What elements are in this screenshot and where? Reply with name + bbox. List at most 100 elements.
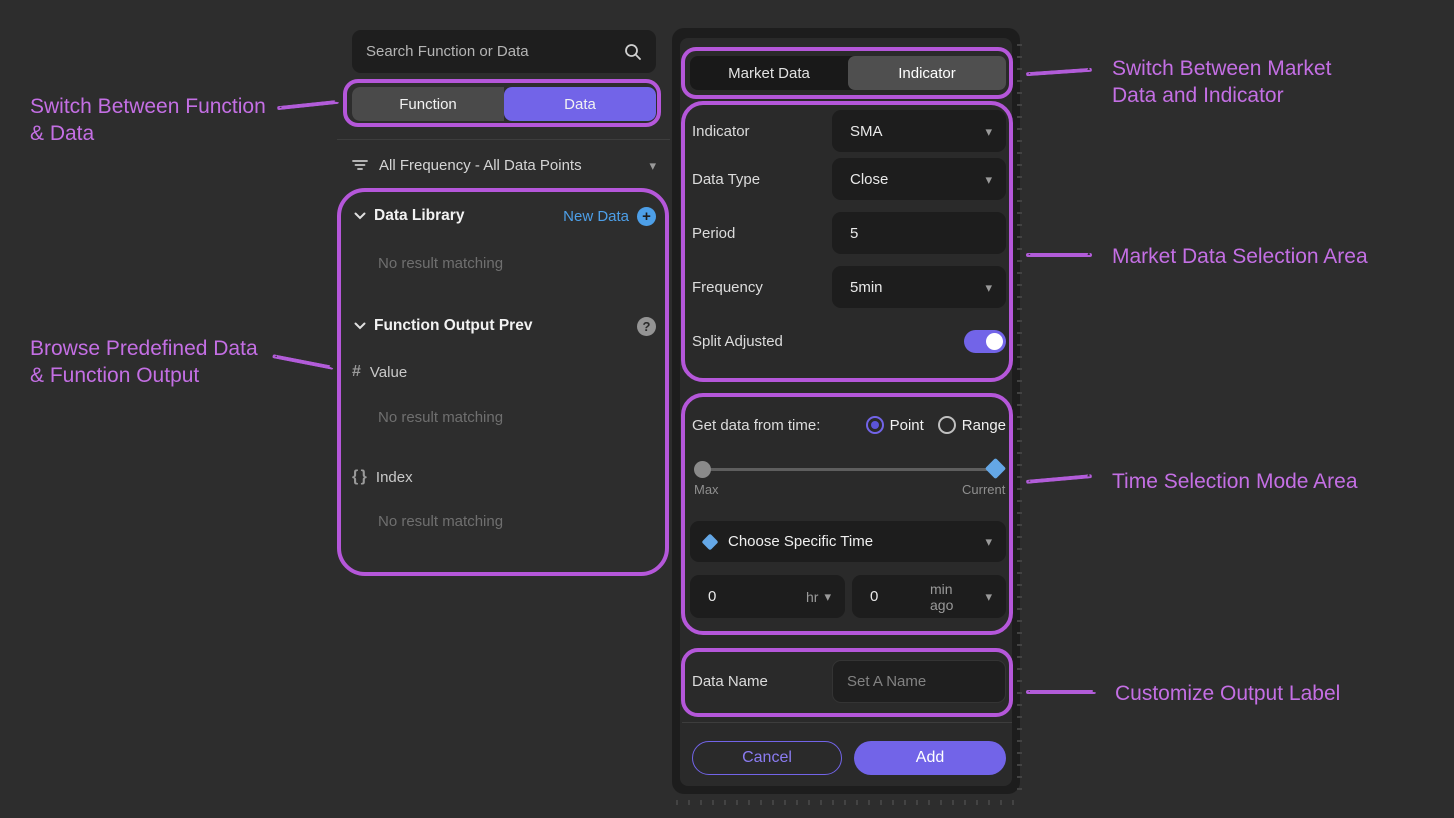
function-output-title: Function Output Prev xyxy=(374,317,533,334)
function-output-header[interactable]: Function Output Prev ? xyxy=(354,315,656,337)
filter-label: All Frequency - All Data Points xyxy=(379,156,582,174)
tab-data[interactable]: Data xyxy=(504,87,656,121)
frequency-select[interactable]: 5min ▾ xyxy=(832,266,1006,308)
search-icon xyxy=(624,43,642,61)
data-type-field-row: Data Type Close ▾ xyxy=(692,158,1006,200)
list-item-label: Value xyxy=(369,363,408,381)
add-button[interactable]: Add xyxy=(854,741,1006,775)
indicator-label: Indicator xyxy=(692,122,750,140)
chevron-down-icon[interactable] xyxy=(354,212,366,220)
new-data-button[interactable]: New Data + xyxy=(563,206,656,226)
get-data-from-time-label: Get data from time: xyxy=(692,416,821,434)
time-slider-track[interactable] xyxy=(700,468,997,471)
period-input[interactable] xyxy=(850,224,992,242)
data-type-select[interactable]: Close ▾ xyxy=(832,158,1006,200)
split-adjusted-toggle[interactable] xyxy=(964,329,1006,353)
split-adjusted-label: Split Adjusted xyxy=(692,332,783,350)
minute-input[interactable] xyxy=(870,588,930,605)
chevron-down-icon: ▾ xyxy=(985,279,992,295)
chevron-down-icon: ▾ xyxy=(985,123,992,139)
annotation-dash-line xyxy=(1026,253,1092,257)
hour-unit-dropdown[interactable]: hr ▾ xyxy=(806,589,831,605)
cancel-button[interactable]: Cancel xyxy=(692,741,842,775)
search-input[interactable] xyxy=(366,43,624,60)
chevron-down-icon: ▾ xyxy=(985,589,992,604)
minute-input-group: min ago ▾ xyxy=(852,575,1006,618)
braces-icon: { } xyxy=(352,468,367,485)
frequency-filter-dropdown[interactable]: All Frequency - All Data Points ▾ xyxy=(352,151,656,179)
tab-function[interactable]: Function xyxy=(352,87,504,121)
annotation-dash-line xyxy=(1026,690,1096,694)
time-slider-right-handle[interactable] xyxy=(984,457,1007,480)
minute-unit-label: min ago xyxy=(930,580,954,613)
indicator-value: SMA xyxy=(850,122,883,140)
annotation-switch-function-data: Switch Between Function & Data xyxy=(30,95,266,146)
slider-current-label: Current xyxy=(962,482,1006,497)
annotation-dash-line xyxy=(1025,474,1093,484)
annotation-ring-time-selection xyxy=(681,393,1013,635)
annotation-time-selection-mode: Time Selection Mode Area xyxy=(1112,470,1358,493)
choose-specific-time-select[interactable]: Choose Specific Time ▾ xyxy=(690,521,1006,562)
data-name-input[interactable] xyxy=(847,673,991,690)
data-name-input-wrap xyxy=(832,660,1006,703)
hour-unit-label: hr xyxy=(806,588,819,605)
choose-specific-time-label: Choose Specific Time xyxy=(728,533,874,550)
dialog-divider xyxy=(682,722,1012,723)
data-type-value: Close xyxy=(850,170,889,188)
annotation-dash-line xyxy=(1025,67,1093,77)
split-adjusted-row: Split Adjusted xyxy=(692,322,1006,360)
diamond-icon xyxy=(701,533,719,550)
data-library-header[interactable]: Data Library New Data + xyxy=(354,205,656,227)
frequency-label: Frequency xyxy=(692,278,763,296)
time-mode-row: Get data from time: Point Range xyxy=(692,416,1006,434)
annotation-ring-library xyxy=(337,188,669,576)
function-data-toggle: Function Data xyxy=(352,87,656,121)
chevron-down-icon: ▾ xyxy=(824,589,831,604)
period-input-wrap xyxy=(832,212,1006,254)
ruler-ticks-right xyxy=(1017,44,1022,792)
annotation-market-data-selection: Market Data Selection Area xyxy=(1112,245,1368,268)
annotation-dash-line xyxy=(276,99,340,111)
annotation-switch-market-indicator: Switch Between Market Data and Indicator xyxy=(1112,57,1332,108)
chevron-down-icon: ▾ xyxy=(985,534,992,549)
chevron-down-icon: ▾ xyxy=(985,171,992,187)
index-empty-text: No result matching xyxy=(378,513,504,530)
annotation-ring-data-name xyxy=(681,648,1013,717)
hour-input[interactable] xyxy=(708,588,768,605)
ruler-ticks-bottom xyxy=(676,800,1018,805)
list-item-label: Index xyxy=(375,468,413,486)
frequency-value: 5min xyxy=(850,278,883,296)
search-bar[interactable] xyxy=(352,30,656,73)
annotation-dash-line xyxy=(272,354,334,370)
period-field-row: Period xyxy=(692,212,1006,254)
minute-unit-dropdown[interactable]: min ago ▾ xyxy=(930,581,992,613)
toggle-knob xyxy=(986,332,1003,350)
list-item-index[interactable]: { } Index xyxy=(352,468,652,486)
chevron-down-icon[interactable] xyxy=(354,322,366,330)
tab-market-data[interactable]: Market Data xyxy=(728,64,810,82)
new-data-label: New Data xyxy=(563,207,629,225)
plus-icon[interactable]: + xyxy=(637,206,656,226)
help-icon[interactable]: ? xyxy=(637,316,656,336)
annotation-browse-predefined: Browse Predefined Data & Function Output xyxy=(30,337,258,388)
hour-input-group: hr ▾ xyxy=(690,575,845,618)
left-panel-divider xyxy=(337,139,670,140)
point-radio-label: Point xyxy=(889,416,924,434)
annotation-ring-function-data xyxy=(343,79,661,127)
data-type-label: Data Type xyxy=(692,170,761,188)
list-item-value[interactable]: # Value xyxy=(352,363,652,381)
data-library-title: Data Library xyxy=(374,207,465,224)
data-library-empty-text: No result matching xyxy=(378,255,504,272)
point-radio[interactable] xyxy=(865,416,884,434)
time-slider-left-handle[interactable] xyxy=(694,461,711,478)
range-radio[interactable] xyxy=(937,416,956,434)
chevron-down-icon: ▾ xyxy=(649,157,656,173)
annotation-ring-dialog-tabs xyxy=(681,47,1013,99)
filter-icon xyxy=(352,159,368,171)
value-empty-text: No result matching xyxy=(378,409,504,426)
hash-icon: # xyxy=(352,363,361,380)
tab-indicator[interactable]: Indicator xyxy=(848,56,1006,90)
market-indicator-tabbar: Market Data Indicator xyxy=(690,56,1006,90)
indicator-select[interactable]: SMA ▾ xyxy=(832,110,1006,152)
